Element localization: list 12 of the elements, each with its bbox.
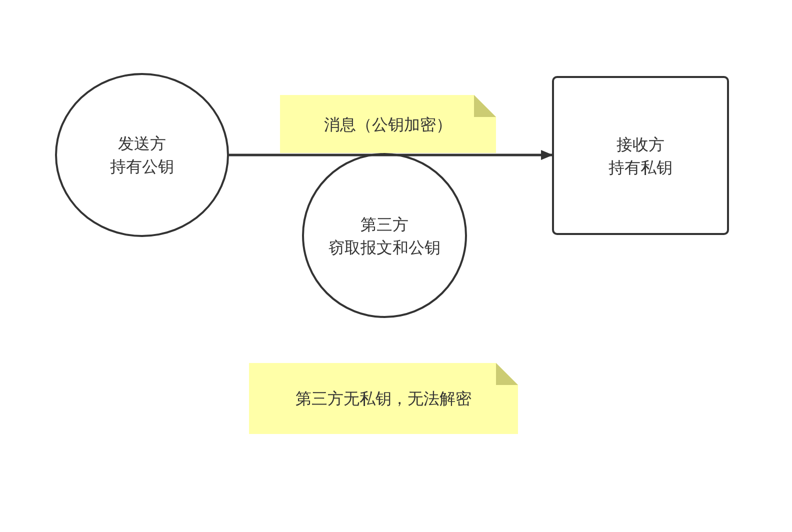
party-box bbox=[552, 76, 729, 235]
party-name: 第三方 bbox=[360, 214, 408, 236]
party-description: 持有公钥 bbox=[110, 156, 174, 178]
sticky-note bbox=[280, 95, 496, 153]
party-name: 发送方 bbox=[118, 133, 166, 155]
sticky-note bbox=[249, 363, 518, 434]
note-text: 消息（公钥加密） bbox=[324, 114, 452, 136]
note-text: 第三方无私钥，无法解密 bbox=[296, 388, 472, 410]
arrow bbox=[229, 150, 553, 160]
party-description: 窃取报文和公钥 bbox=[328, 236, 440, 258]
party-description: 持有私钥 bbox=[608, 156, 672, 178]
party-name: 接收方 bbox=[616, 134, 664, 156]
